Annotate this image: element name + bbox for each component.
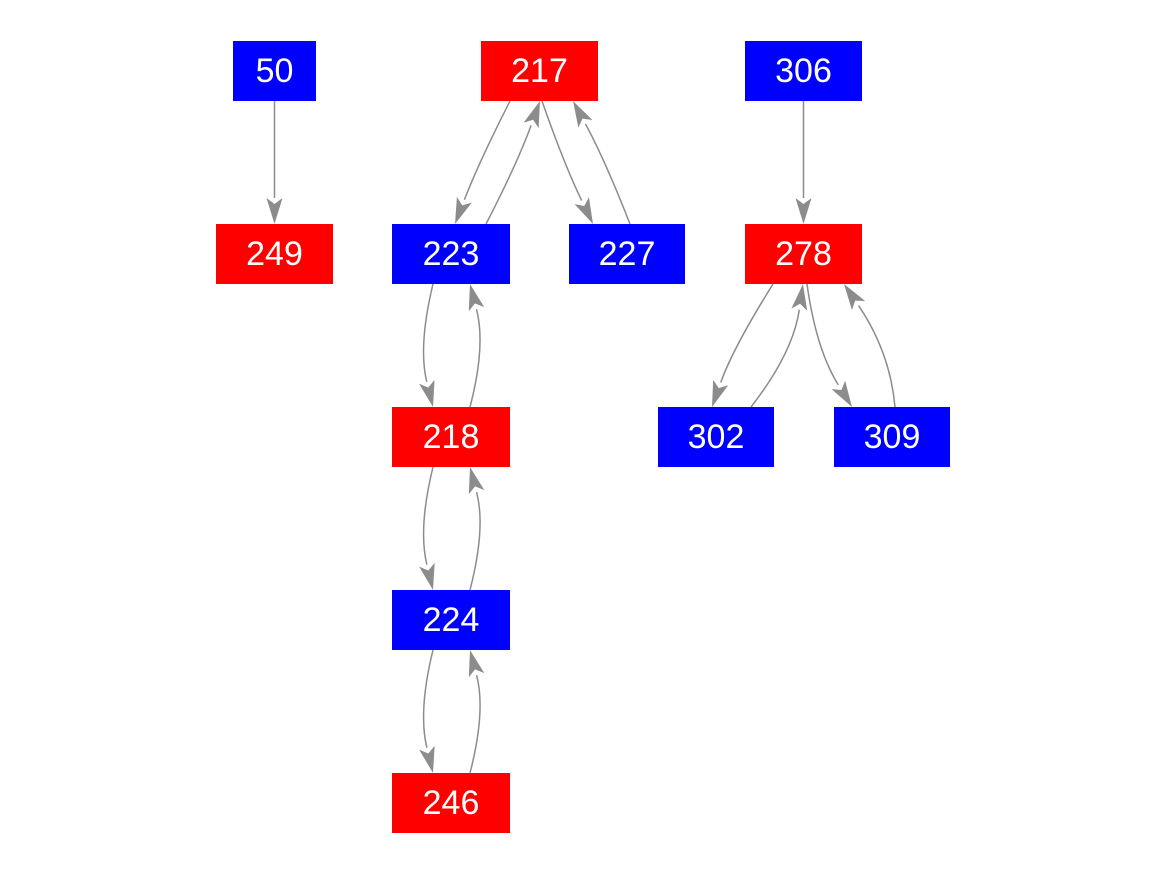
node-label: 278 bbox=[775, 235, 832, 273]
edge-paths bbox=[266, 100, 896, 774]
node-label: 223 bbox=[422, 235, 480, 273]
node-label: 50 bbox=[255, 52, 294, 90]
edge-217-223 bbox=[454, 100, 511, 224]
edge-278-302 bbox=[711, 283, 774, 407]
edge-223-217 bbox=[485, 101, 541, 225]
node-label: 246 bbox=[422, 784, 480, 822]
graph-node-50: 50 bbox=[233, 41, 316, 101]
edge-217-227 bbox=[541, 100, 593, 225]
graph-node-278: 278 bbox=[745, 224, 862, 284]
node-label: 302 bbox=[687, 418, 745, 456]
graph-node-302: 302 bbox=[658, 407, 774, 467]
node-label: 224 bbox=[422, 601, 480, 639]
graph-node-306: 306 bbox=[745, 41, 862, 101]
edge-224-218 bbox=[468, 466, 485, 591]
node-label: 309 bbox=[863, 418, 921, 456]
node-label: 227 bbox=[598, 235, 656, 273]
edge-309-278 bbox=[844, 283, 896, 408]
graph-node-217: 217 bbox=[481, 41, 598, 101]
node-label: 249 bbox=[246, 235, 303, 273]
edge-218-223 bbox=[468, 283, 485, 408]
graph-node-309: 309 bbox=[834, 407, 950, 467]
node-label: 306 bbox=[775, 52, 832, 90]
node-label: 218 bbox=[422, 418, 480, 456]
edge-223-218 bbox=[419, 283, 435, 408]
edge-227-217 bbox=[573, 100, 631, 225]
graph-node-224: 224 bbox=[392, 590, 510, 650]
edge-224-246 bbox=[419, 649, 435, 774]
edge-218-224 bbox=[419, 466, 435, 591]
graph-node-249: 249 bbox=[216, 224, 333, 284]
graph-node-227: 227 bbox=[569, 224, 685, 284]
edge-246-224 bbox=[468, 649, 485, 774]
edge-278-309 bbox=[806, 283, 852, 408]
graph-node-218: 218 bbox=[392, 407, 510, 467]
graph-node-246: 246 bbox=[392, 773, 510, 833]
edge-302-278 bbox=[750, 284, 808, 408]
graph-node-223: 223 bbox=[392, 224, 510, 284]
node-label: 217 bbox=[511, 52, 568, 90]
